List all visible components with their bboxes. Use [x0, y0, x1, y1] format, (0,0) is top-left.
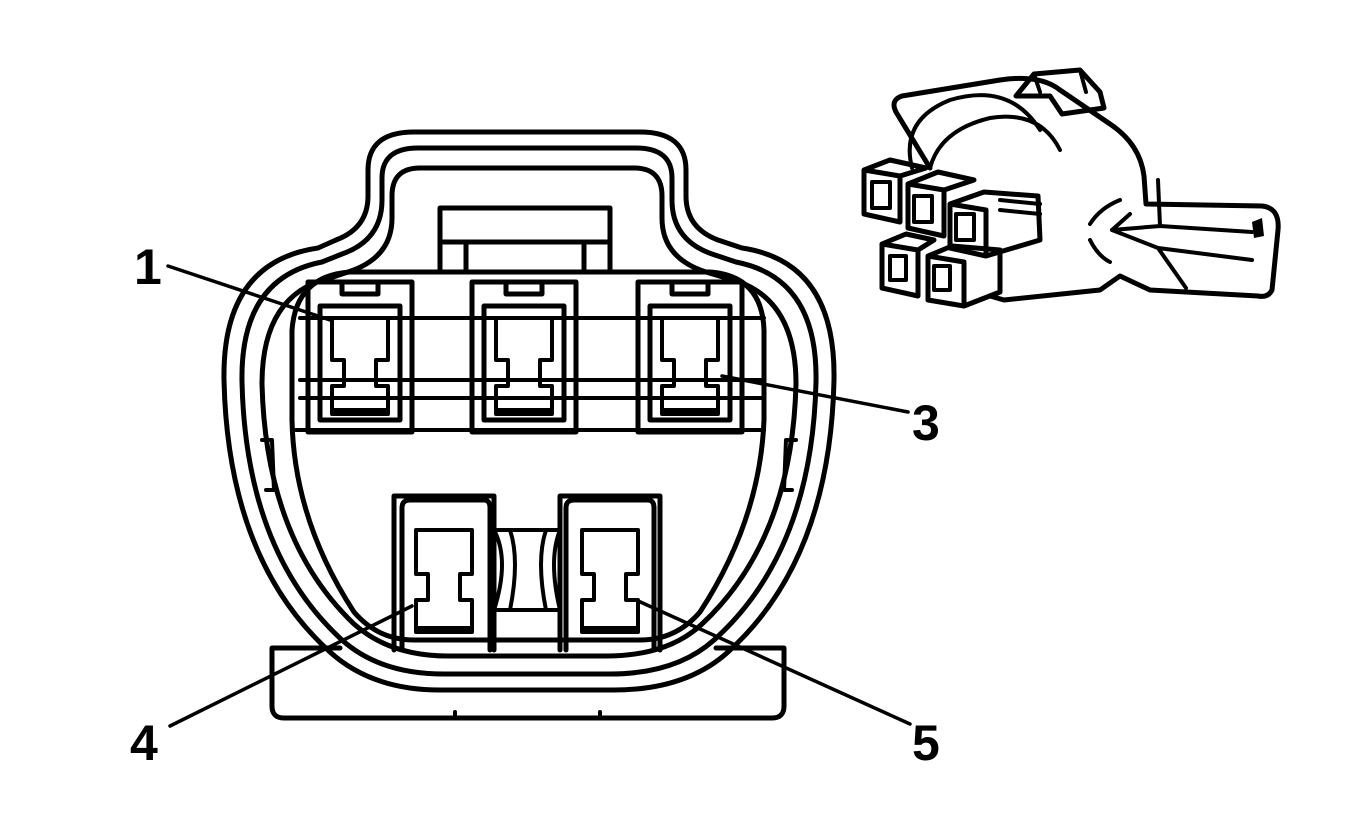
cavity-4 [391, 493, 497, 653]
pin-label-5: 5 [912, 715, 940, 771]
housing-seal [259, 165, 799, 659]
cavity-3 [635, 279, 745, 435]
base-slot [453, 710, 602, 720]
connector-isometric-icon [861, 67, 1281, 309]
pin-label-1: 1 [134, 239, 162, 295]
leader-5 [634, 598, 912, 726]
leader-4 [168, 604, 414, 728]
housing-outer [221, 129, 837, 693]
lower-divider [492, 528, 562, 612]
housing-face [289, 269, 767, 643]
latch-window [437, 205, 613, 275]
cavity-1 [305, 279, 415, 435]
leader-3 [720, 374, 910, 414]
side-rib-right [782, 438, 798, 492]
pin-label-3: 3 [912, 395, 940, 451]
mounting-base [269, 645, 787, 721]
pin-label-4: 4 [130, 715, 158, 771]
cavity-5 [557, 493, 663, 653]
connector-face-icon [221, 129, 837, 721]
upper-rail [298, 316, 766, 400]
leader-1 [166, 264, 332, 322]
housing-inner-1 [239, 145, 819, 677]
iso-cavity-blocks [861, 157, 1043, 309]
cavity-2 [469, 279, 579, 435]
pin-callouts: 1 3 4 5 [130, 239, 940, 771]
side-rib-left [260, 438, 276, 492]
